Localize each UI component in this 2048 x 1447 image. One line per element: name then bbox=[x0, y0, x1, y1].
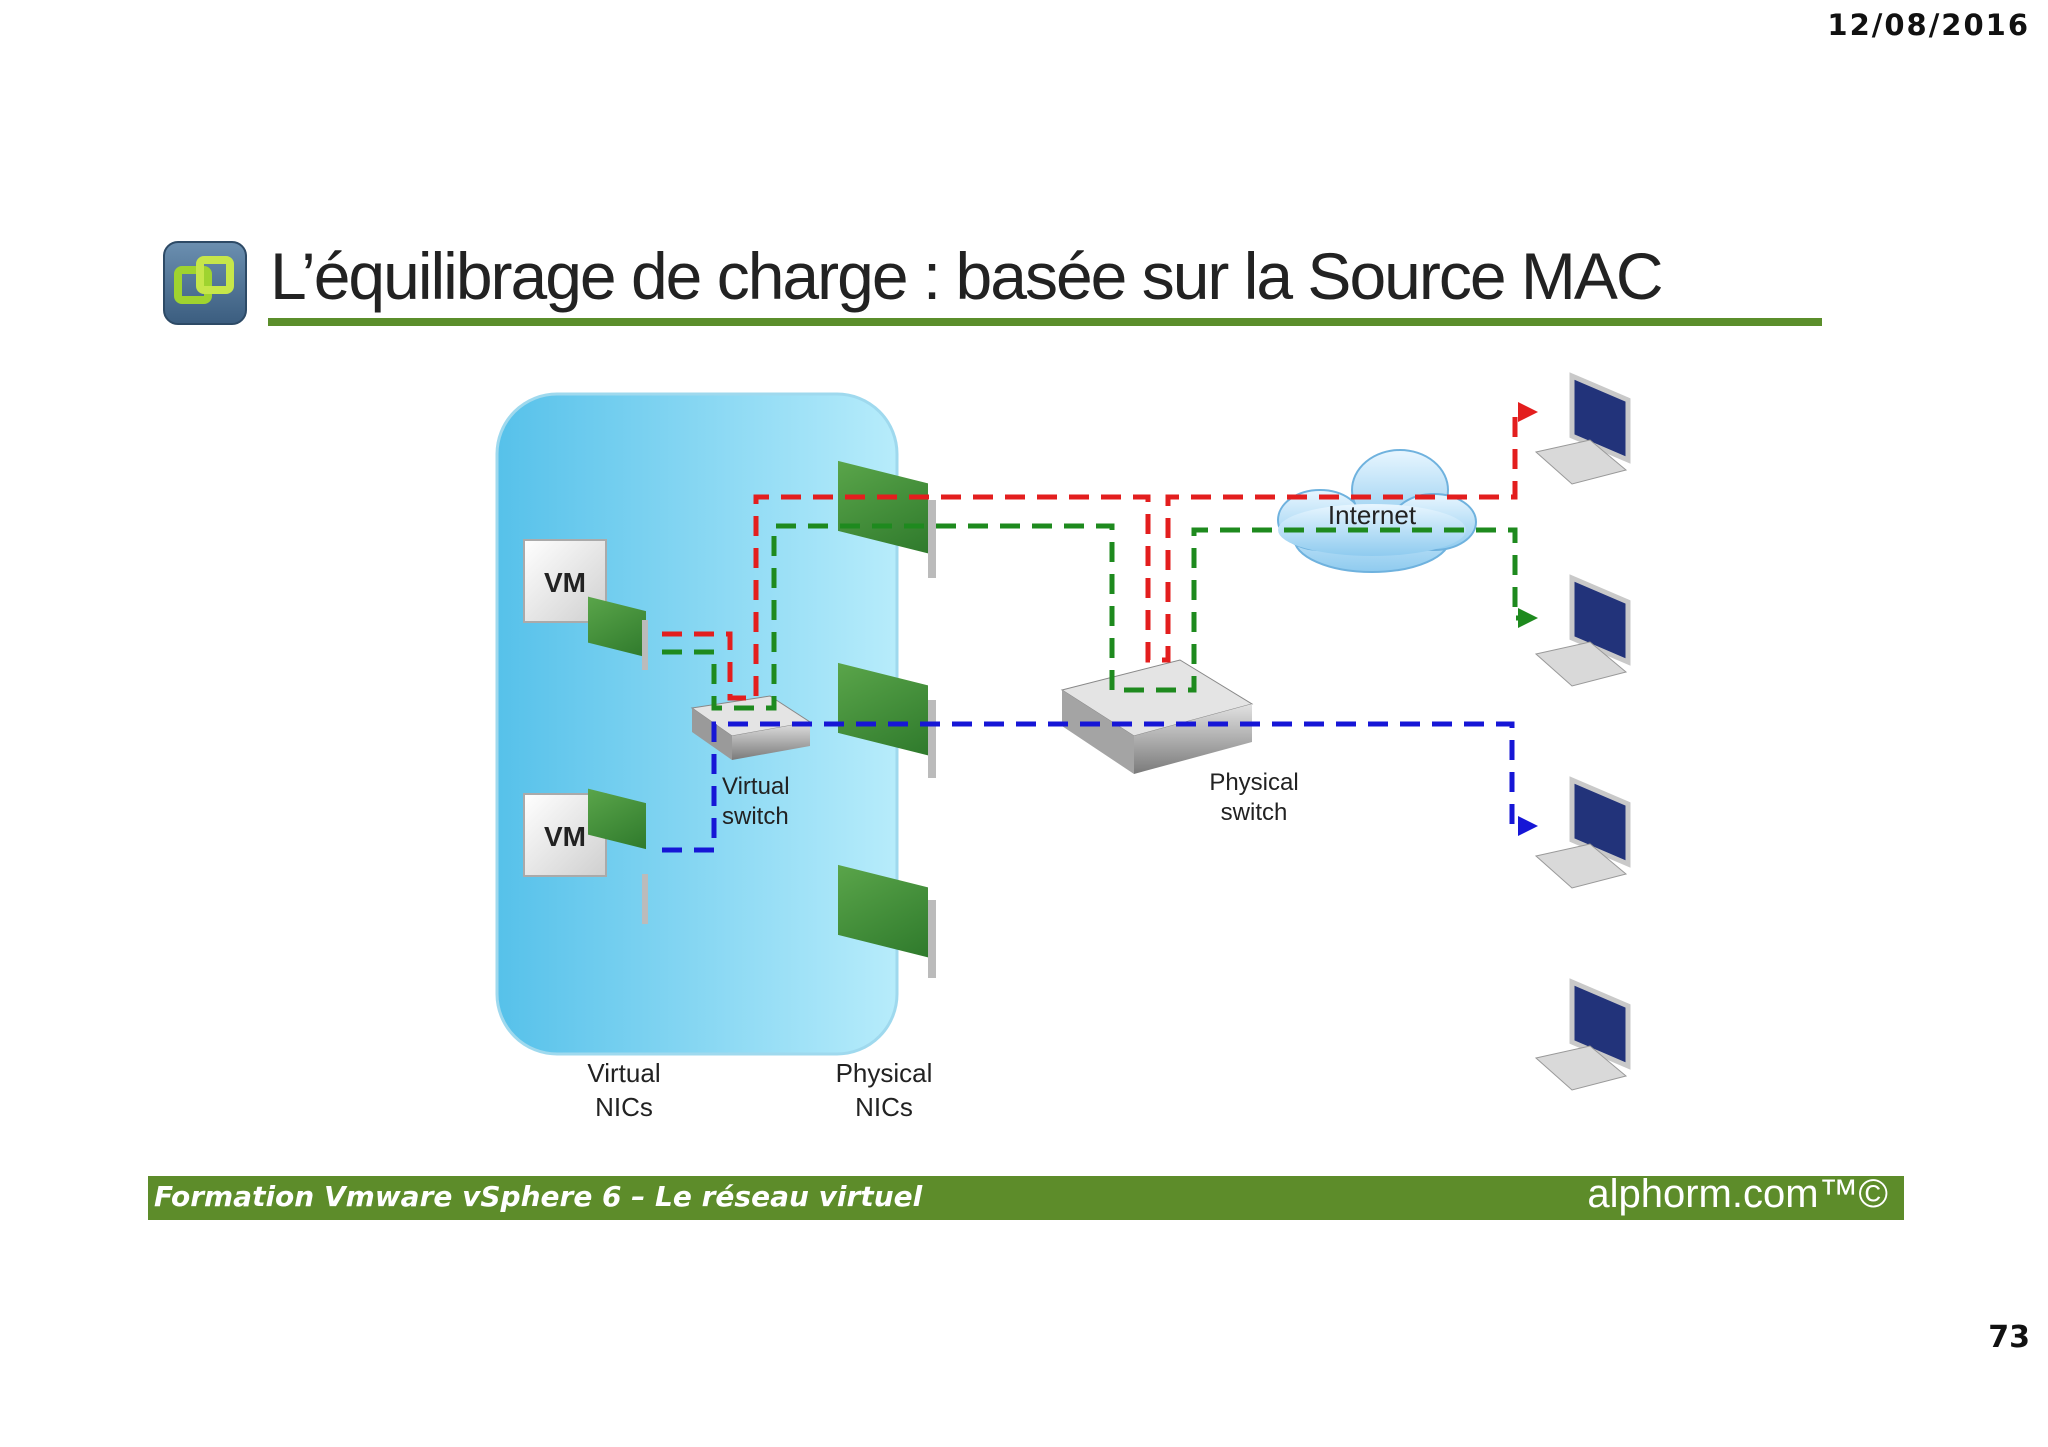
physical-switch-label-line2: switch bbox=[1221, 799, 1288, 826]
physical-switch bbox=[1060, 659, 1254, 774]
internet-cloud-icon bbox=[1277, 449, 1477, 573]
virtual-nics-label-line1: Virtual bbox=[587, 1058, 660, 1088]
red-traffic-path bbox=[662, 402, 1538, 701]
computer-icon-1 bbox=[1534, 372, 1631, 485]
physical-nic-card-3 bbox=[838, 864, 936, 978]
computer-icon-4 bbox=[1534, 978, 1631, 1091]
vm-label-1: VM bbox=[544, 567, 586, 598]
green-traffic-path bbox=[662, 523, 1538, 711]
physical-switch-label-line1: Physical bbox=[1209, 769, 1298, 796]
vsphere-logo-icon bbox=[163, 241, 247, 325]
physical-nic-card-1 bbox=[838, 460, 936, 578]
computer-icon-2 bbox=[1534, 574, 1631, 687]
physical-nics-label-line2: NICs bbox=[855, 1092, 913, 1122]
vm-label-2: VM bbox=[544, 821, 586, 852]
title-underline bbox=[268, 318, 1822, 326]
footer-course-title: Formation Vmware vSphere 6 – Le réseau v… bbox=[154, 1180, 923, 1213]
slide-date: 12/08/2016 bbox=[1827, 8, 2030, 42]
virtual-nic-card-1 bbox=[588, 596, 648, 670]
footer-bar bbox=[148, 1176, 1904, 1220]
footer-brand: alphorm.com™© bbox=[1587, 1172, 1888, 1216]
blue-traffic-path bbox=[662, 721, 1538, 853]
internet-label: Internet bbox=[1328, 500, 1417, 530]
virtual-switch-label-line1: Virtual bbox=[722, 773, 790, 800]
physical-nic-card-2 bbox=[838, 662, 936, 778]
slide-title: L’équilibrage de charge : basée sur la S… bbox=[270, 239, 1664, 313]
virtual-switch-label-line2: switch bbox=[722, 803, 789, 830]
physical-nics-label-line1: Physical bbox=[836, 1058, 933, 1088]
virtual-nics-label-line2: NICs bbox=[595, 1092, 653, 1122]
computer-icon-3 bbox=[1534, 776, 1631, 889]
virtual-nic-card-2 bbox=[588, 788, 648, 924]
page-number: 73 bbox=[1988, 1320, 2030, 1355]
